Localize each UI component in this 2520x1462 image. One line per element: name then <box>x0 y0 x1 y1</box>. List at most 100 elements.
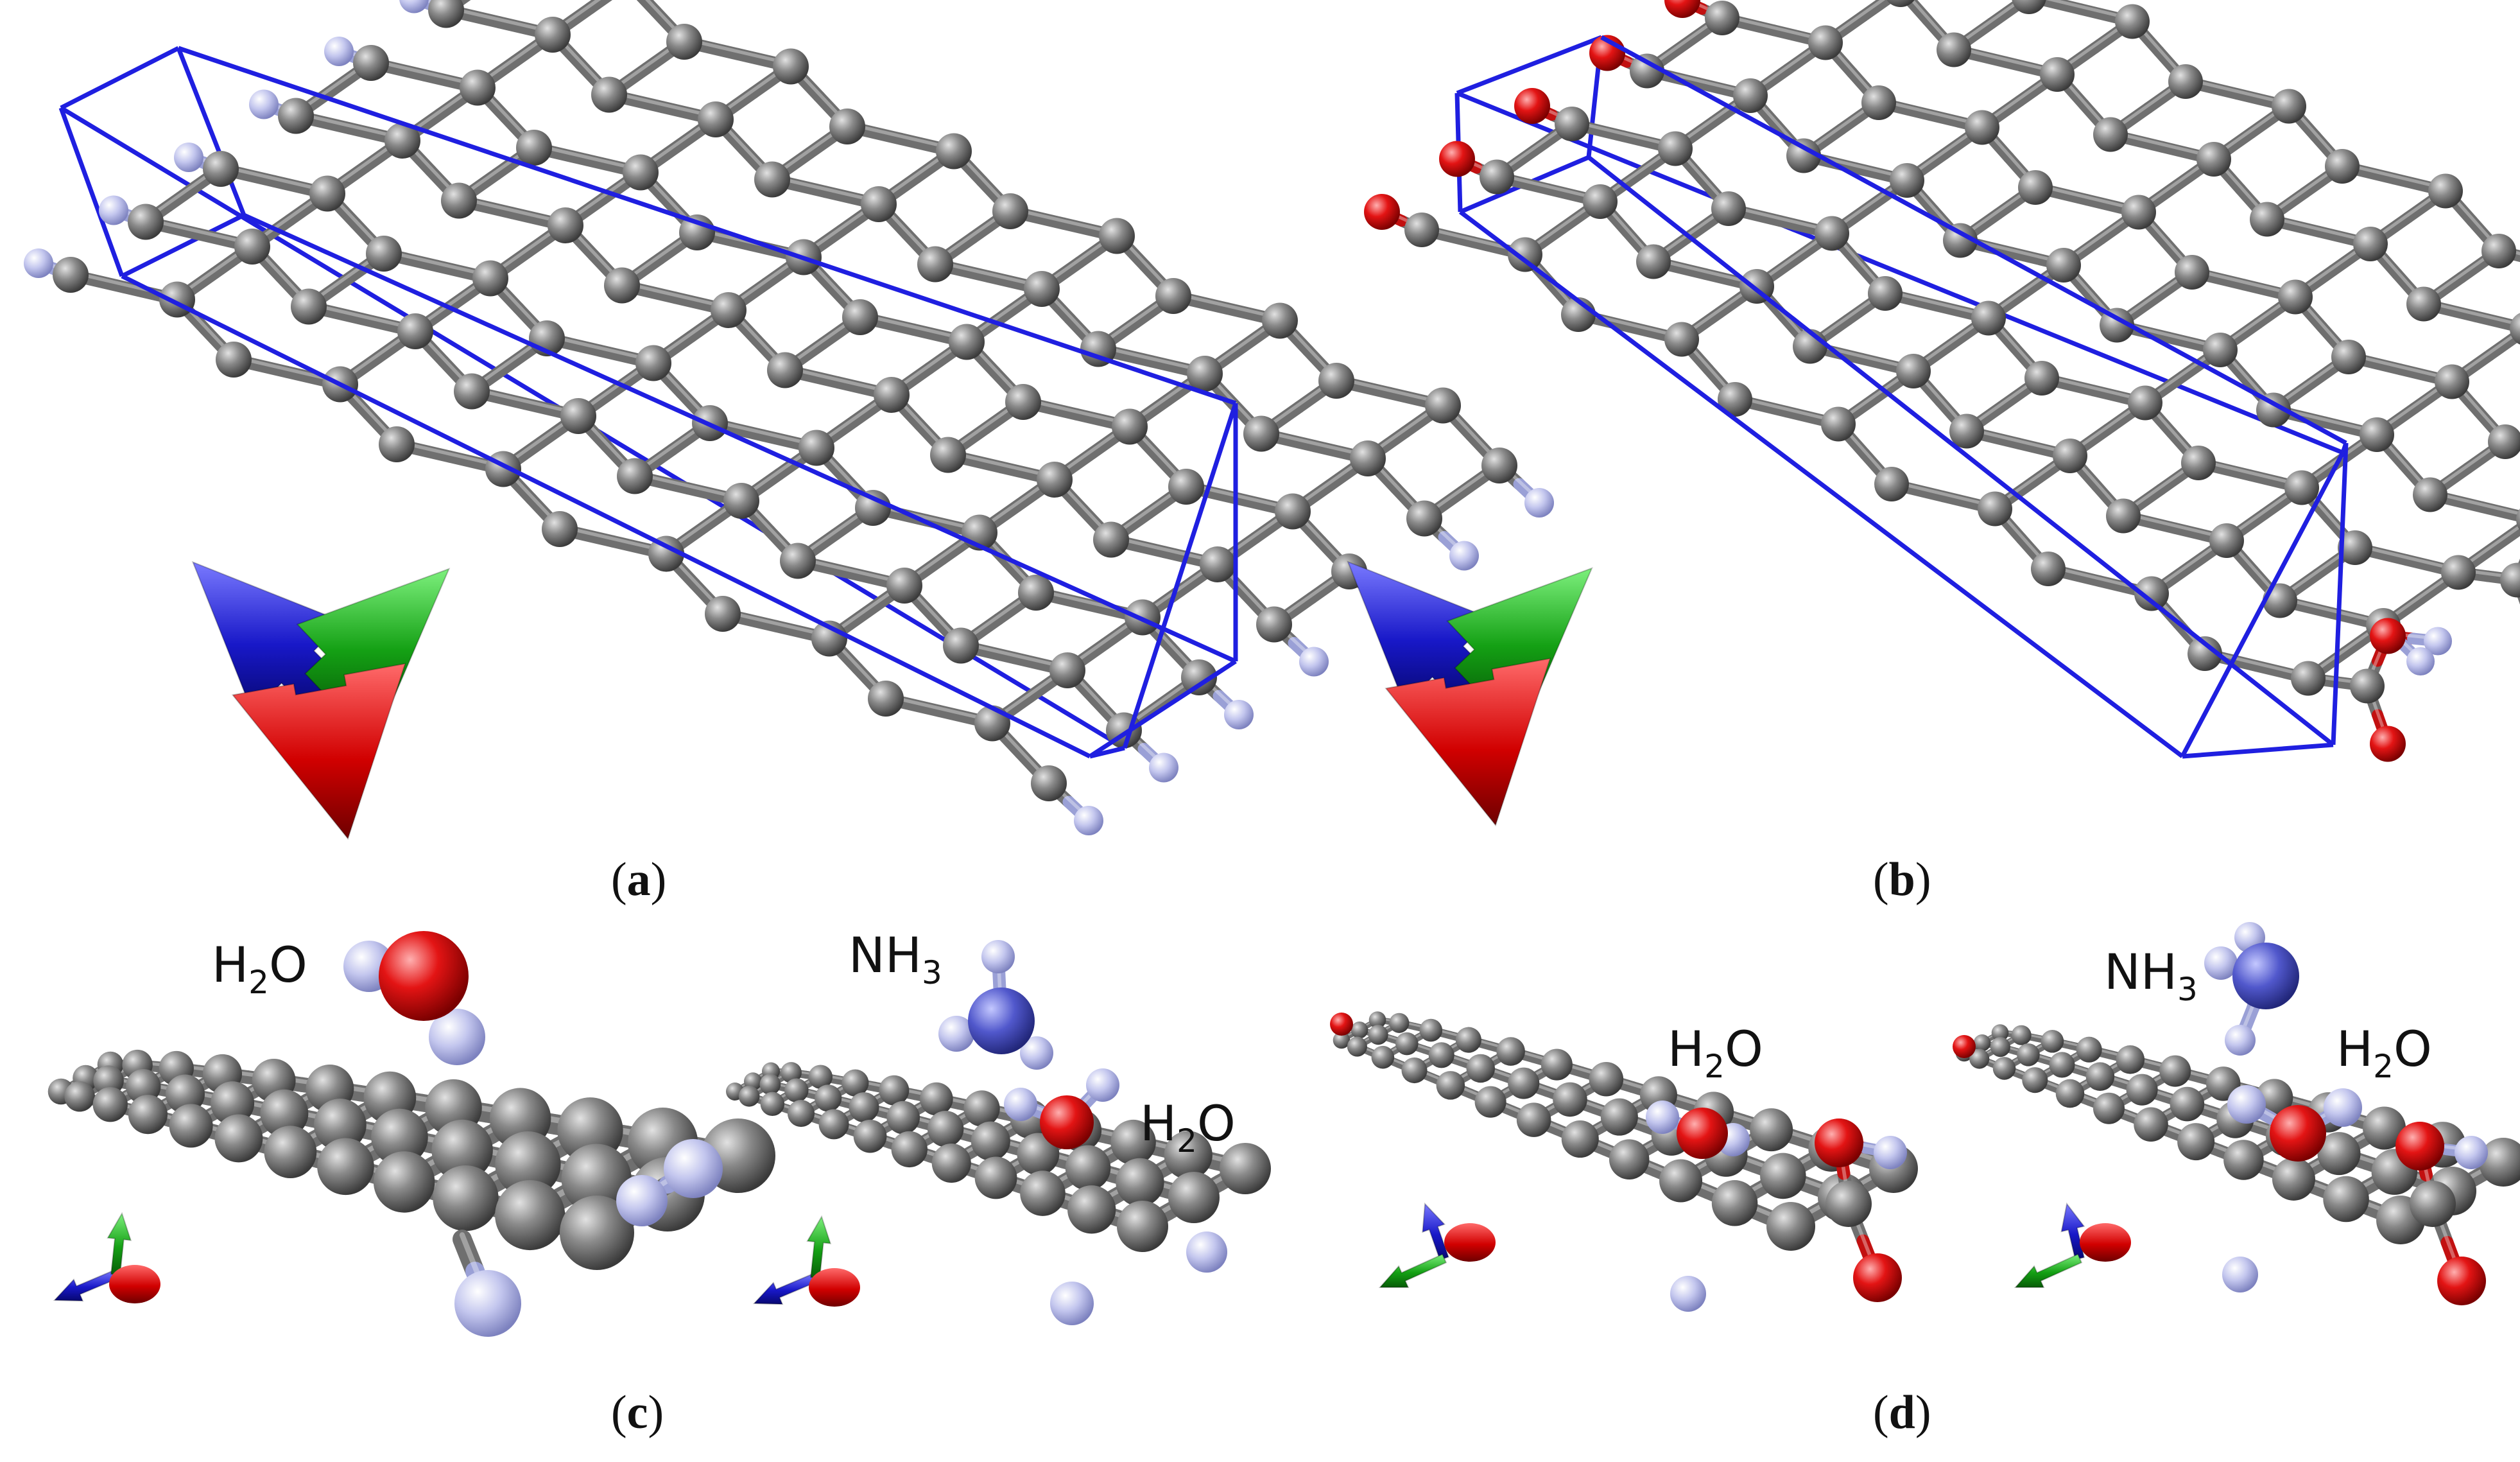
carbon-atom <box>1037 462 1073 498</box>
carbon-atom <box>754 161 790 198</box>
oxygen-atom <box>2270 1105 2326 1162</box>
panel-c-left-scene <box>47 931 775 1337</box>
carbon-atom <box>815 1084 842 1112</box>
cell-edge <box>1458 210 2184 758</box>
carbon-atom <box>2360 417 2394 452</box>
carbon-atom <box>2134 576 2169 611</box>
carbon-atom <box>2413 477 2447 512</box>
label-c-h2o: H2O <box>212 936 307 1001</box>
carbon-atom <box>705 596 741 632</box>
carbon-atom <box>2046 248 2081 283</box>
carbon-atom <box>2126 1074 2158 1106</box>
cell-edge <box>243 213 1237 664</box>
carbon-atom <box>2223 1140 2264 1180</box>
carbon-atom <box>2134 1107 2168 1142</box>
oxygen-atom <box>1040 1095 1094 1149</box>
oxygen-atom <box>1677 1108 1728 1159</box>
carbon-atom <box>2022 1067 2048 1093</box>
carbon-atom <box>2012 0 2046 14</box>
hydrogen-atom <box>1074 806 1103 835</box>
carbon-atom <box>829 109 865 144</box>
hydrogen-atom <box>2455 1136 2488 1169</box>
carbon-atom <box>214 1114 263 1163</box>
carbon-atom <box>936 133 972 170</box>
carbon-atom <box>2128 385 2162 421</box>
carbon-atom <box>780 543 816 579</box>
carbon-atom <box>2011 1025 2032 1045</box>
carbon-atom <box>1368 1025 1388 1045</box>
carbon-atom <box>234 229 270 265</box>
carbon-atom <box>53 257 89 293</box>
hydrogen-atom <box>1050 1282 1094 1325</box>
carbon-atom <box>2115 4 2150 39</box>
cell-edge <box>2182 742 2334 759</box>
carbon-atom <box>931 1143 971 1183</box>
nitrogen-atom <box>968 988 1035 1054</box>
carbon-atom <box>560 398 596 434</box>
carbon-atom <box>2053 439 2087 473</box>
carbon-atom <box>971 1121 1010 1161</box>
carbon-atom <box>1474 1086 1506 1118</box>
carbon-atom <box>648 535 684 572</box>
carbon-atom <box>2272 89 2306 124</box>
carbon-atom <box>2159 1055 2191 1087</box>
carbon-atom <box>853 1119 887 1153</box>
carbon-atom <box>1786 138 1821 173</box>
carbon-atom <box>169 1104 213 1148</box>
hydrogen-atom <box>1086 1068 1119 1102</box>
hydrogen-atom <box>616 1175 668 1226</box>
hydrogen-atom <box>24 248 53 278</box>
carbon-atom <box>1155 278 1191 314</box>
carbon-atom <box>1428 1042 1454 1068</box>
carbon-atom <box>2196 142 2231 177</box>
hydrogen-atom <box>2204 946 2238 980</box>
carbon-atom <box>1110 1119 1156 1165</box>
bond <box>2483 326 2520 361</box>
carbon-atom <box>891 1131 928 1168</box>
carbon-atom <box>1368 1011 1386 1029</box>
carbon-atom <box>2272 1157 2315 1201</box>
carbon-atom <box>2203 333 2238 367</box>
carbon-atom <box>165 1074 205 1114</box>
cell-edge <box>1600 35 2347 446</box>
carbon-atom <box>917 246 953 283</box>
hydrogen-atom <box>1004 1088 1037 1121</box>
carbon-atom <box>2500 562 2520 598</box>
carbon-atom <box>2175 255 2209 290</box>
carbon-atom <box>855 490 891 526</box>
carbon-atom <box>1024 271 1060 307</box>
carbon-atom <box>1861 85 1896 120</box>
label-c-nh3: NH3 <box>849 927 942 991</box>
oxygen-atom <box>379 931 469 1021</box>
carbon-atom <box>1516 1102 1551 1137</box>
carbon-atom <box>516 130 552 166</box>
carbon-atom <box>428 0 464 28</box>
carbon-atom <box>1262 302 1298 339</box>
carbon-atom <box>1168 1172 1220 1223</box>
hydrogen-atom <box>1646 1101 1679 1134</box>
hydrogen-atom <box>1874 1136 1907 1169</box>
hydrogen-atom <box>1224 700 1254 729</box>
carbon-atom <box>2024 361 2059 396</box>
carbon-atom <box>561 1144 632 1214</box>
carbon-atom <box>548 207 583 243</box>
carbon-atom <box>2100 308 2134 343</box>
cell-edge <box>121 274 1091 759</box>
axis-arrow-red <box>2080 1223 2131 1262</box>
oxygen-atom <box>1330 1013 1353 1036</box>
carbon-atom <box>1589 1061 1624 1097</box>
hydrogen-atom <box>1449 541 1479 571</box>
hydrogen-atom <box>1020 1036 1053 1070</box>
carbon-atom <box>2085 1062 2115 1091</box>
cell-edge <box>2180 451 2345 758</box>
carbon-atom <box>495 1179 565 1251</box>
carbon-atom <box>2188 636 2222 671</box>
carbon-atom <box>460 69 496 106</box>
carbon-atom <box>1937 32 1971 67</box>
carbon-atom <box>2284 470 2319 505</box>
carbon-atom <box>974 1156 1017 1199</box>
carbon-atom <box>2263 583 2297 618</box>
carbon-atom <box>2018 170 2053 205</box>
cell-edge <box>2331 442 2349 745</box>
